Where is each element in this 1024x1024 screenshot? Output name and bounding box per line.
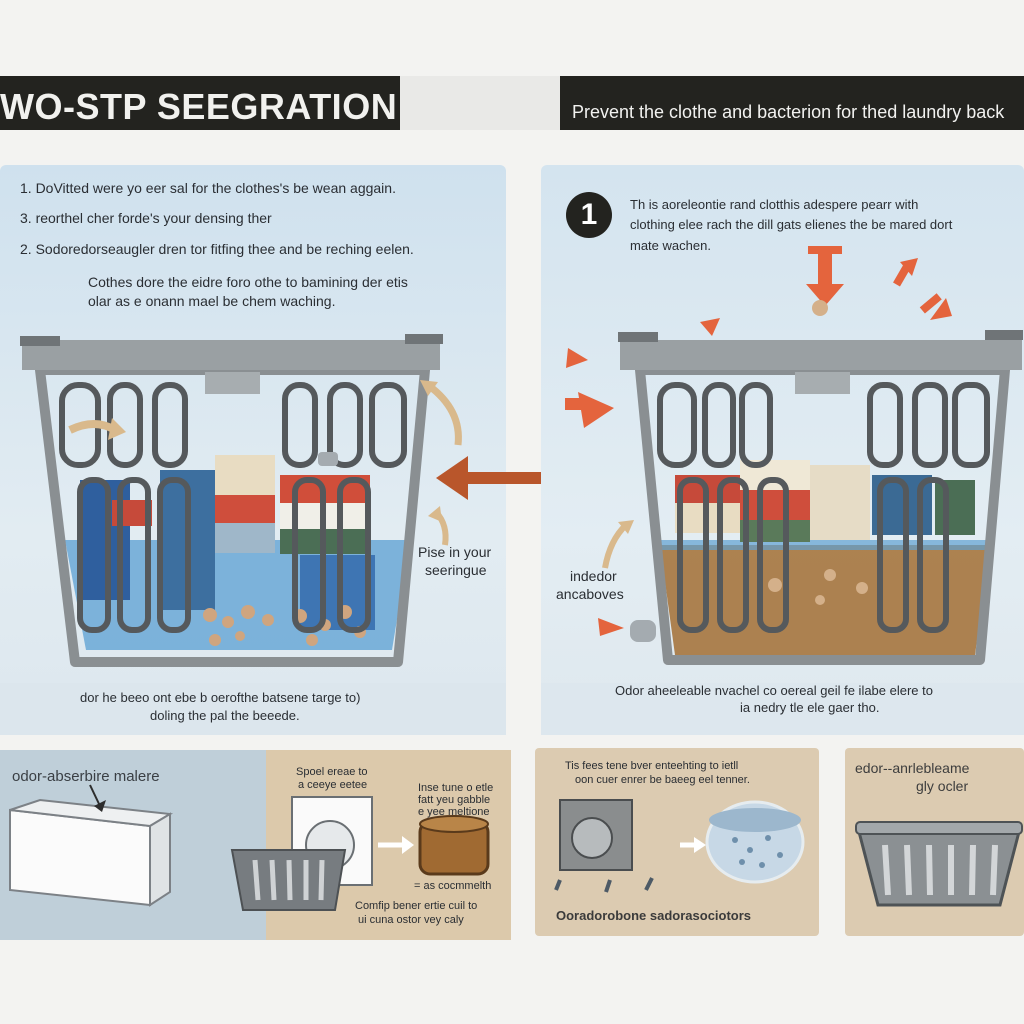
header-subtitle-bar bbox=[560, 76, 1024, 130]
right-desc-line-1: Th is aoreleontie rand clotthis adespere… bbox=[630, 197, 919, 212]
right-label-line-1: indedor bbox=[570, 568, 617, 584]
bottom-left-tag1-line-2: a ceeye eetee bbox=[298, 779, 368, 791]
right-panel-footer bbox=[541, 683, 1024, 735]
bottom-left-tag2-line-1: Inse tune o etle bbox=[418, 782, 494, 794]
bottom-left-tag2-line-2: fatt yeu gabble bbox=[418, 794, 491, 806]
bottom-left-tag3: = as cocmmelth bbox=[414, 880, 492, 892]
left-note-line-2: olar as e onann mael be chem waching. bbox=[88, 293, 336, 309]
bottom-mid-line-2: oon cuer enrer be baeeg eel tenner. bbox=[575, 774, 750, 786]
bottom-left-caption-line-2: ui cuna ostor vey caly bbox=[358, 914, 464, 926]
right-desc-line-3: mate wachen. bbox=[630, 238, 711, 253]
left-note-line-1: Cothes dore the eidre foro othe to bamin… bbox=[88, 274, 408, 290]
bottom-left-caption-line-1: Comfip bener ertie cuil to bbox=[355, 900, 478, 912]
center-label-line-1: Pise in your bbox=[418, 544, 492, 560]
left-instruction-3: 2. Sodoredorseaugler dren tor fitfing th… bbox=[20, 241, 414, 257]
step-number-badge: 1 bbox=[566, 192, 612, 238]
bottom-left-tag2-line-3: e yee meltione bbox=[418, 806, 490, 818]
page-title: WO-STP SEEGRATION bbox=[0, 86, 398, 127]
bottom-left-title: odor-abserbire malere bbox=[12, 768, 160, 785]
left-instruction-2: 3. reorthel cher forde's your densing th… bbox=[20, 210, 272, 226]
bottom-right-line-2: gly ocler bbox=[916, 778, 969, 794]
left-panel-footer bbox=[0, 683, 506, 735]
right-footer-line-1: Odor aheeleable nvachel co oereal geil f… bbox=[615, 683, 933, 698]
right-footer-line-2: ia nedry tle ele gaer tho. bbox=[740, 700, 880, 715]
center-label-line-2: seeringue bbox=[425, 562, 487, 578]
bottom-right-line-1: edor--anrlebleame bbox=[855, 760, 970, 776]
left-footer-line-1: dor he beeo ont ebe b oerofthe batsene t… bbox=[80, 690, 361, 705]
page-subtitle: Prevent the clothe and bacterion for the… bbox=[572, 102, 1005, 122]
left-footer-line-2: doling the pal the beeede. bbox=[150, 708, 300, 723]
header-title-bar bbox=[0, 76, 400, 130]
left-instruction-1: 1. DoVitted were yo eer sal for the clot… bbox=[20, 180, 396, 196]
bottom-left-tag1-line-1: Spoel ereae to bbox=[296, 766, 368, 778]
right-desc-line-2: clothing elee rach the dill gats elienes… bbox=[630, 217, 953, 232]
bottom-mid-line-1: Tis fees tene bver enteehting to ietll bbox=[565, 760, 739, 772]
right-label-line-2: ancaboves bbox=[556, 586, 624, 602]
bottom-mid-caption: Ooradorobone sadorasociotors bbox=[556, 908, 752, 923]
